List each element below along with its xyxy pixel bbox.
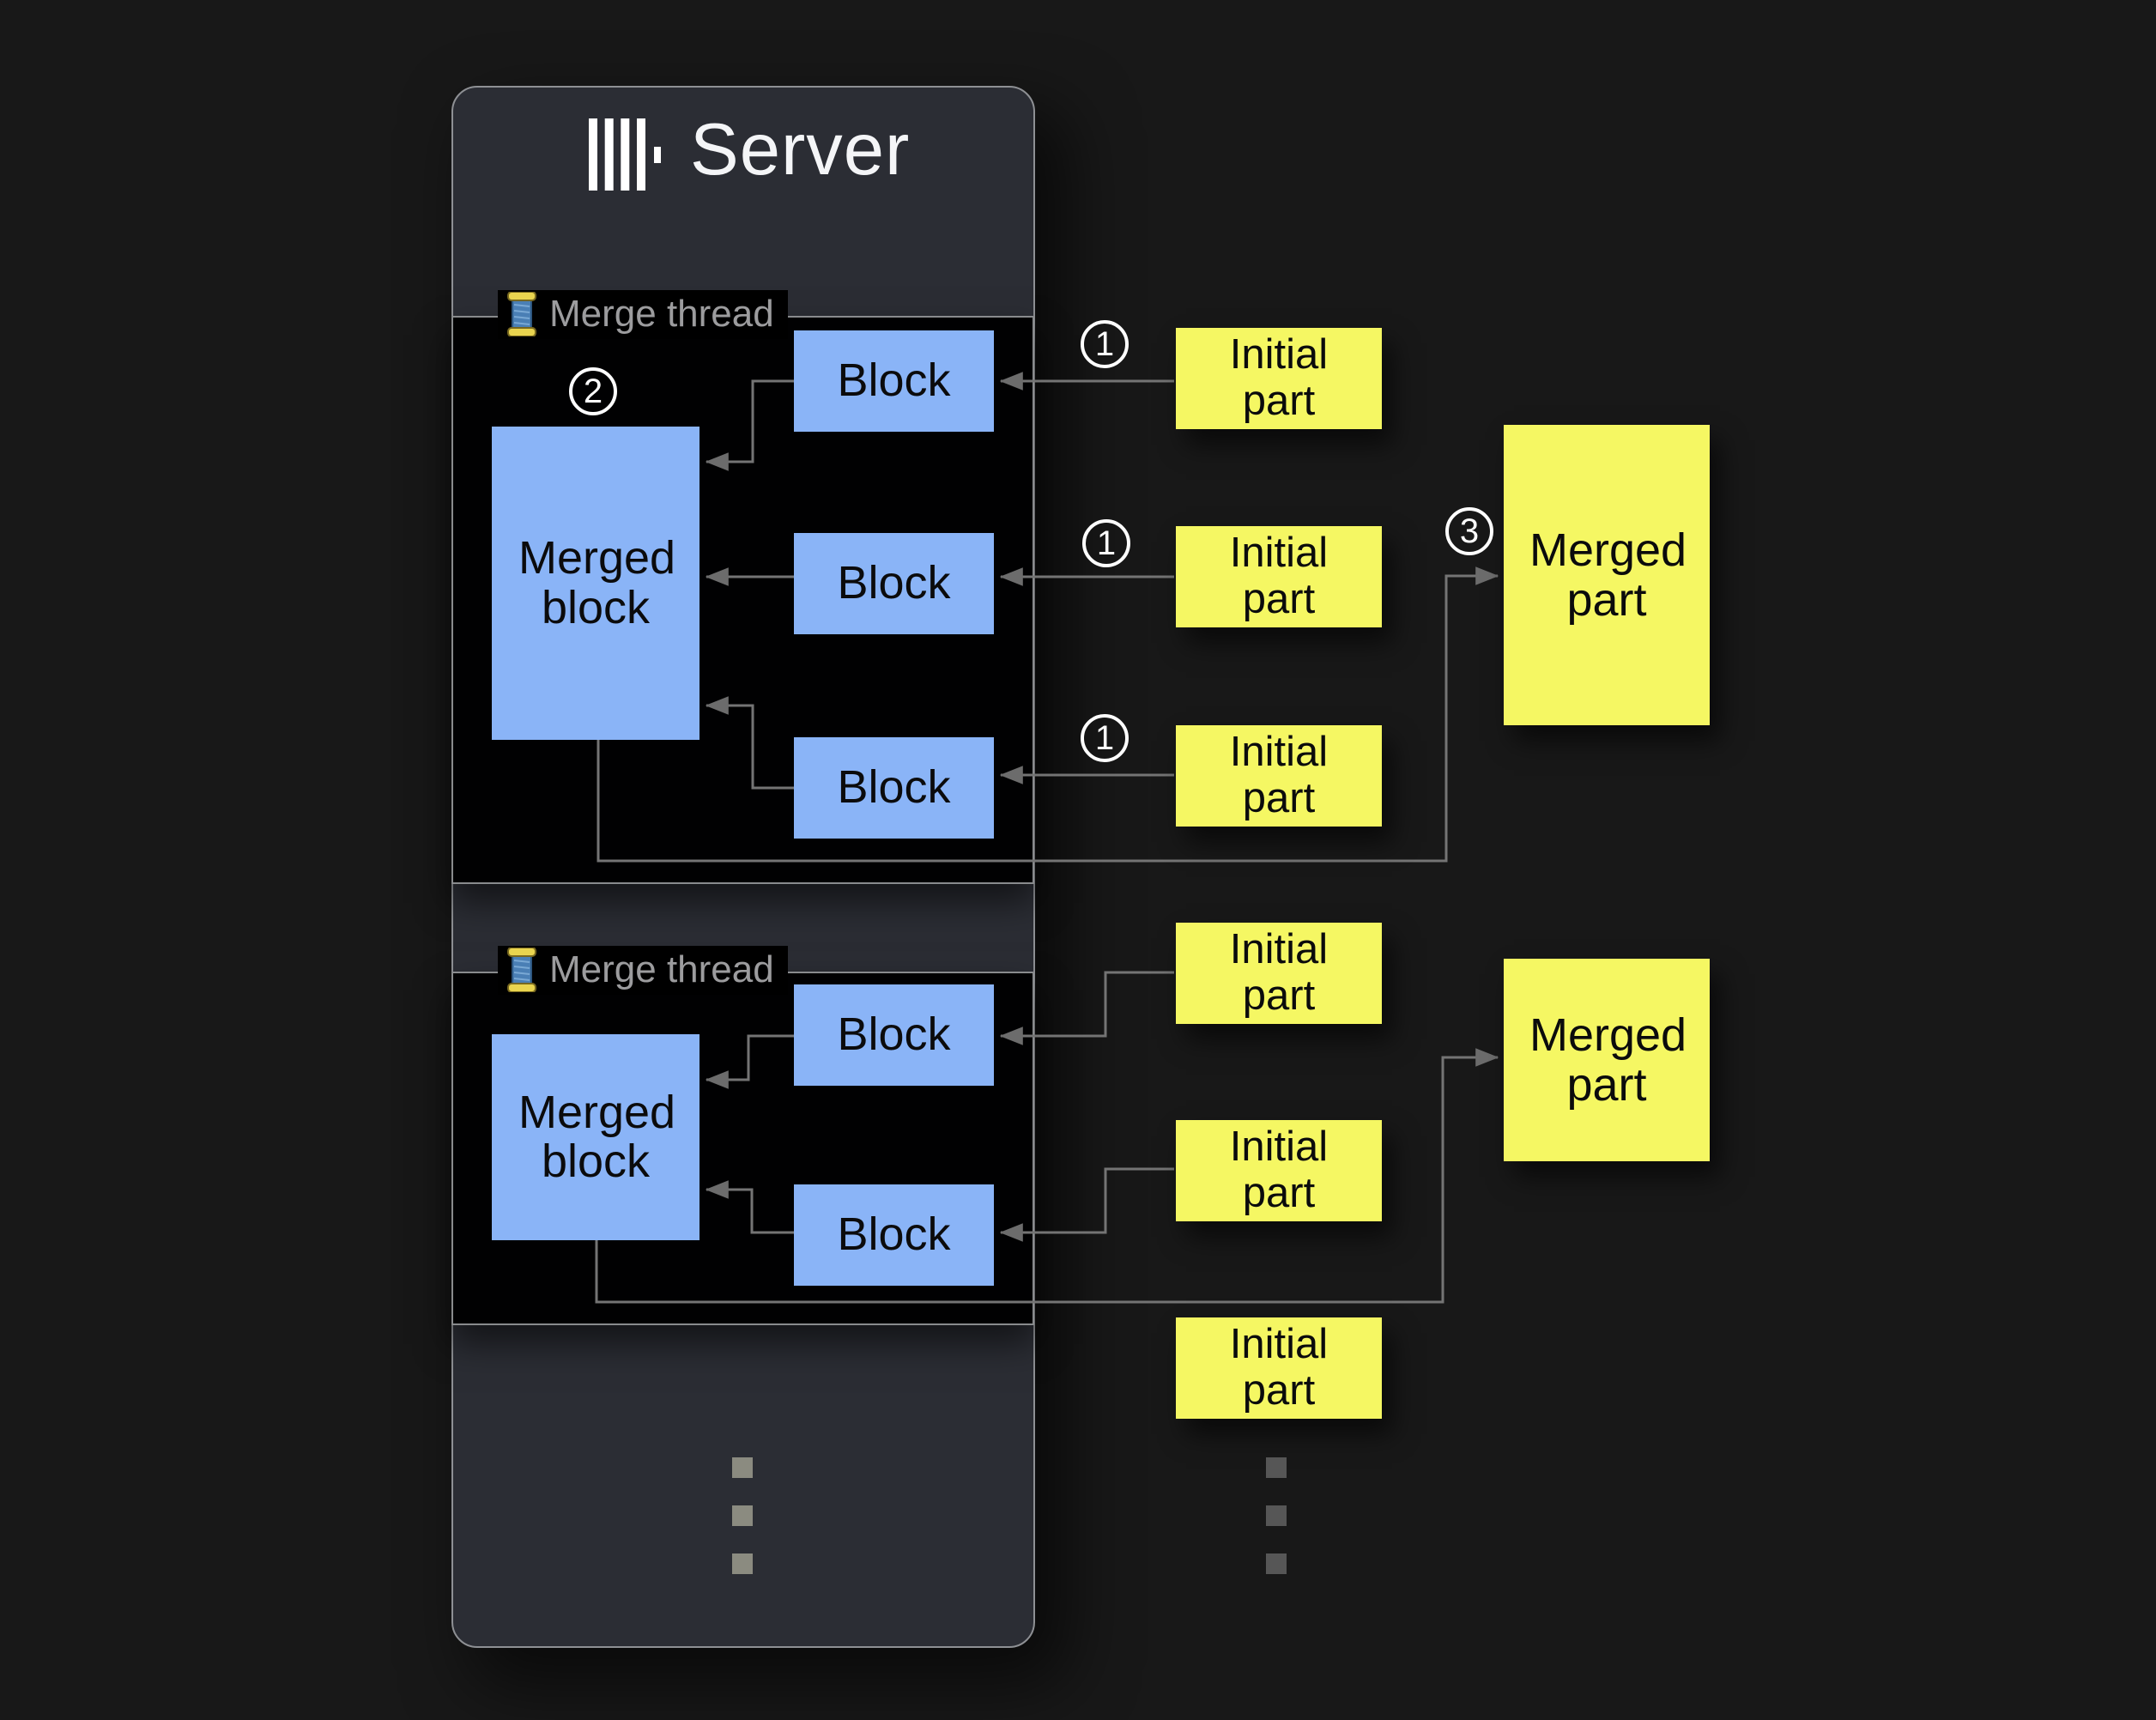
merged-block-2: Merged block — [492, 1034, 699, 1240]
step-badge-1c: 1 — [1081, 714, 1129, 762]
merge-thread-label-2: Merge thread — [498, 946, 788, 995]
block-4: Block — [794, 984, 994, 1086]
thread-spool-icon — [507, 292, 536, 337]
block-label: Block — [837, 354, 951, 407]
block-5: Block — [794, 1184, 994, 1286]
initial-part-label: Initial part — [1229, 926, 1329, 1019]
initial-part-3: Initial part — [1176, 725, 1382, 827]
initial-part-6: Initial part — [1176, 1317, 1382, 1419]
step-badge-2: 2 — [569, 367, 617, 415]
merged-part-1: Merged part — [1504, 425, 1710, 725]
block-3: Block — [794, 737, 994, 839]
initial-part-1: Initial part — [1176, 328, 1382, 429]
parts-ellipsis-dot — [1266, 1553, 1287, 1574]
thread-spool-icon — [507, 948, 536, 993]
step-badge-3: 3 — [1445, 507, 1493, 555]
block-label: Block — [837, 557, 951, 609]
initial-part-label: Initial part — [1229, 331, 1329, 424]
step-badge-1b: 1 — [1082, 519, 1130, 567]
merged-block-1: Merged block — [492, 427, 699, 740]
clickhouse-logo-icon — [589, 118, 661, 191]
server-title: Server — [690, 109, 911, 191]
server-ellipsis-dot — [732, 1505, 753, 1526]
server-ellipsis-dot — [732, 1553, 753, 1574]
block-1: Block — [794, 330, 994, 432]
initial-part-label: Initial part — [1229, 1123, 1329, 1216]
initial-part-label: Initial part — [1229, 1321, 1329, 1414]
parts-ellipsis-dot — [1266, 1457, 1287, 1478]
merged-part-label: Merged part — [1529, 1008, 1687, 1111]
initial-part-2: Initial part — [1176, 526, 1382, 627]
initial-part-5: Initial part — [1176, 1120, 1382, 1221]
block-label: Block — [837, 1208, 951, 1261]
block-2: Block — [794, 533, 994, 634]
merge-thread-label-text: Merge thread — [549, 948, 774, 990]
step-badge-1a: 1 — [1081, 320, 1129, 368]
merged-part-label: Merged part — [1529, 524, 1687, 626]
initial-part-4: Initial part — [1176, 923, 1382, 1024]
initial-part-label: Initial part — [1229, 530, 1329, 622]
block-label: Block — [837, 761, 951, 814]
server-ellipsis-dot — [732, 1457, 753, 1478]
parts-ellipsis-dot — [1266, 1505, 1287, 1526]
initial-part-label: Initial part — [1229, 729, 1329, 821]
merge-thread-label-text: Merge thread — [549, 293, 774, 335]
merged-block-label: Merged block — [518, 532, 676, 633]
merged-part-2: Merged part — [1504, 959, 1710, 1161]
block-label: Block — [837, 1008, 951, 1061]
merged-block-label: Merged block — [518, 1086, 676, 1187]
merge-thread-label-1: Merge thread — [498, 290, 788, 339]
